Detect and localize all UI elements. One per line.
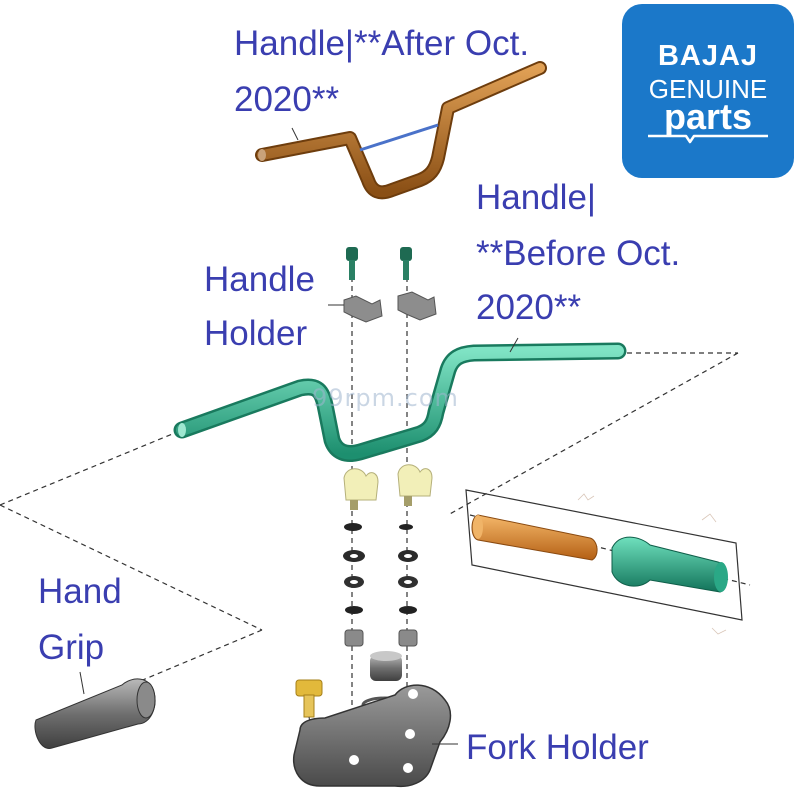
label-hand-grip-line1: Hand: [38, 572, 122, 611]
logo-genuine: GENUINE: [648, 74, 768, 104]
logo-parts: parts: [663, 96, 753, 137]
washers-and-nuts: [343, 523, 418, 647]
leader-lines: [0, 250, 751, 760]
bajaj-genuine-parts-logo: BAJAJ GENUINE parts: [622, 4, 794, 178]
handle-after-oct-2020: [255, 61, 547, 200]
grip-pair-box: [465, 489, 743, 621]
orange-grip: [471, 514, 598, 561]
logo-brand: BAJAJ: [657, 40, 759, 72]
fork-holder-plate: [292, 684, 458, 788]
handle-before-oct-2020: [173, 337, 627, 462]
decoration-marks: [577, 493, 727, 635]
label-handle-after-line1: Handle|**After Oct.: [234, 24, 530, 63]
label-handle-before-line3: 2020**: [476, 288, 582, 327]
handle-holder-lower-clamps: [343, 464, 433, 510]
label-handle-holder-line1: Handle: [204, 260, 315, 299]
handle-holder-top-parts: [328, 247, 437, 323]
green-grip: [611, 536, 728, 593]
label-handle-after-line2: 2020**: [234, 80, 340, 119]
logo-swoosh-icon: [648, 134, 768, 144]
label-fork-holder: Fork Holder: [466, 728, 649, 767]
label-hand-grip-line2: Grip: [38, 628, 105, 667]
label-handle-before-line1: Handle|: [476, 178, 597, 217]
label-handle-before-line2: **Before Oct.: [476, 234, 681, 273]
left-hand-grip: [34, 671, 156, 749]
label-handle-holder-line2: Holder: [204, 314, 308, 353]
watermark: 99rpm.com: [312, 384, 459, 412]
